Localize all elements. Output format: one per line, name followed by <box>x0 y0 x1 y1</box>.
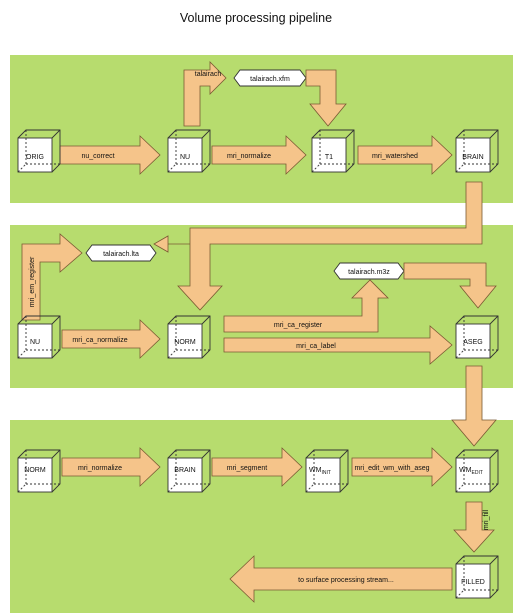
wm-edit-sub: EDIT <box>472 470 483 476</box>
mri-normalize-arrow-1 <box>211 135 307 175</box>
mri-segment-label: mri_segment <box>227 465 268 472</box>
nu-label-2: NU <box>30 339 40 346</box>
talairach-lta-file <box>85 244 157 262</box>
talairach-lta-label: talairach.lta <box>103 251 139 258</box>
filled-label: FILLED <box>461 579 485 586</box>
mri-ca-normalize-label: mri_ca_normalize <box>72 337 127 344</box>
mri-ca-register-arrow <box>223 279 389 333</box>
to-surface-arrow <box>229 555 453 603</box>
mri-ca-register-label: mri_ca_register <box>274 322 323 329</box>
aseg-to-wm-edit-arrow <box>451 365 497 447</box>
mri-em-register-label: mri_em_register <box>29 256 36 307</box>
xfm-to-t1-arrow <box>305 69 347 127</box>
wm-init-sub: INIT <box>322 470 331 476</box>
aseg-label: ASEG <box>463 339 482 346</box>
nu-correct-arrow <box>59 135 161 175</box>
mri-fill-arrow <box>453 501 495 553</box>
wm-edit-base: WM <box>459 467 472 474</box>
mri-ca-label-arrow <box>223 325 453 365</box>
wm-init-base: WM <box>309 467 322 474</box>
t1-label: T1 <box>325 154 333 161</box>
mri-segment-arrow <box>211 447 303 487</box>
norm-label-1: NORM <box>174 339 196 346</box>
orig-label: ORIG <box>26 154 44 161</box>
brain-label-1: BRAIN <box>462 154 483 161</box>
diagram-title: Volume processing pipeline <box>180 11 332 25</box>
talairach-label: talairach <box>195 71 222 78</box>
nu-label-1: NU <box>180 154 190 161</box>
to-talairach-lta-arrow <box>153 235 190 253</box>
mri-edit-wm-with-aseg-arrow <box>351 447 453 487</box>
mri-ca-normalize-arrow <box>61 319 161 359</box>
mri-normalize-arrow-3 <box>61 447 161 487</box>
mri-fill-label: mri_fill <box>483 509 490 530</box>
to-surface-label: to surface processing stream... <box>298 577 394 584</box>
talairach-arrow <box>183 61 227 127</box>
mri-normalize-label-3: mri_normalize <box>78 465 122 472</box>
wm-init-label: WMINIT <box>309 467 331 476</box>
norm-label-2: NORM <box>24 467 46 474</box>
wm-edit-label: WMEDIT <box>459 467 483 476</box>
talairach-xfm-label: talairach.xfm <box>250 76 290 83</box>
talairach-m3z-label: talairach.m3z <box>348 269 390 276</box>
mri-watershed-arrow <box>357 135 453 175</box>
mri-edit-wm-with-aseg-label: mri_edit_wm_with_aseg <box>354 465 429 472</box>
mri-ca-label-label: mri_ca_label <box>296 343 336 350</box>
nu-correct-label: nu_correct <box>81 153 114 160</box>
m3z-to-aseg-arrow <box>403 262 497 309</box>
section-2-band <box>10 225 513 388</box>
brain-to-norm-arrow <box>177 181 483 311</box>
mri-watershed-label: mri_watershed <box>372 153 418 160</box>
brain-label-2: BRAIN <box>174 467 195 474</box>
mri-em-register-arrow <box>21 233 83 321</box>
mri-normalize-label-1: mri_normalize <box>227 153 271 160</box>
